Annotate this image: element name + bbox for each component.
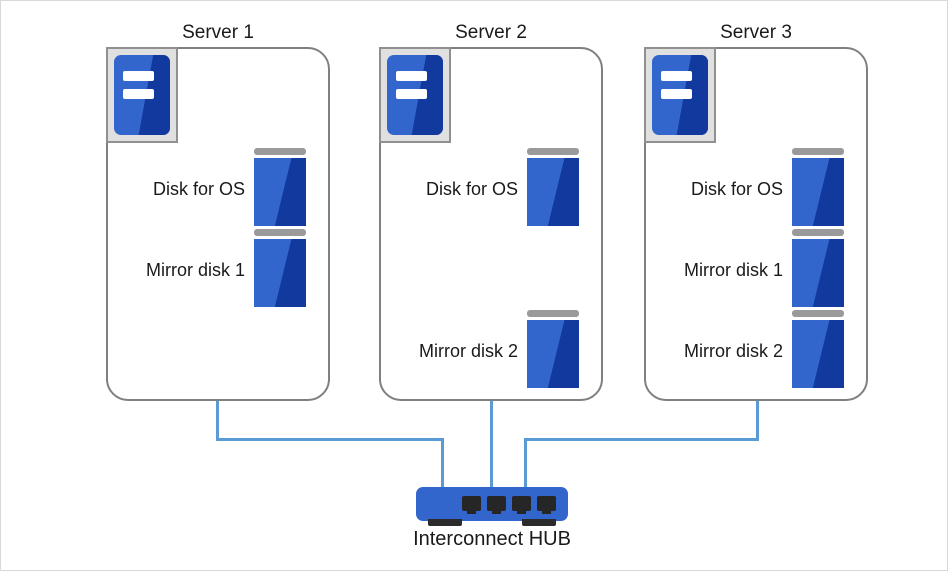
disk-cap bbox=[792, 310, 844, 317]
disk-icon-s1-d1 bbox=[254, 148, 306, 226]
disk-body bbox=[527, 158, 579, 226]
disk-label-s2-d2: Mirror disk 2 bbox=[418, 341, 518, 361]
server-slot-bar bbox=[395, 88, 428, 99]
disk-body bbox=[527, 320, 579, 388]
hub-port-1 bbox=[462, 496, 481, 514]
server-slot-bar bbox=[660, 88, 693, 99]
connection-server3-vertical-b bbox=[524, 438, 527, 487]
disk-label-s3-d1: Disk for OS bbox=[690, 179, 783, 199]
connection-server3-horizontal bbox=[524, 438, 759, 441]
server-unit-icon-3 bbox=[644, 47, 716, 143]
disk-icon-s1-d2 bbox=[254, 229, 306, 307]
connection-server1-vertical-b bbox=[441, 438, 444, 487]
disk-body bbox=[792, 320, 844, 388]
disk-body bbox=[792, 158, 844, 226]
hub-label: Interconnect HUB bbox=[413, 528, 571, 550]
disk-label-s2-d1: Disk for OS bbox=[425, 179, 518, 199]
server-slot-bar bbox=[395, 71, 428, 82]
disk-icon-s3-d2 bbox=[792, 229, 844, 307]
server-unit-icon-1 bbox=[106, 47, 178, 143]
disk-icon-s3-d3 bbox=[792, 310, 844, 388]
server-icon-body bbox=[114, 55, 170, 135]
network-hub-icon[interactable] bbox=[416, 481, 568, 526]
disk-icon-s2-d2 bbox=[527, 310, 579, 388]
disk-label-s1-d2: Mirror disk 1 bbox=[145, 260, 245, 280]
hub-foot bbox=[522, 519, 556, 526]
connection-server3-vertical-a bbox=[756, 401, 759, 441]
server-icon-body bbox=[387, 55, 443, 135]
server-title-1: Server 1 bbox=[182, 22, 254, 43]
disk-cap bbox=[792, 229, 844, 236]
disk-body bbox=[792, 239, 844, 307]
disk-body bbox=[254, 239, 306, 307]
server-slot-bar bbox=[122, 71, 155, 82]
disk-cap bbox=[527, 148, 579, 155]
server-slot-bar bbox=[122, 88, 155, 99]
connection-server2-vertical bbox=[490, 401, 493, 487]
disk-cap bbox=[254, 148, 306, 155]
server-title-3: Server 3 bbox=[720, 22, 792, 43]
hub-port-4 bbox=[537, 496, 556, 514]
connection-server1-horizontal bbox=[216, 438, 444, 441]
hub-foot bbox=[428, 519, 462, 526]
server-title-2: Server 2 bbox=[455, 22, 527, 43]
server-icon-body bbox=[652, 55, 708, 135]
disk-body bbox=[254, 158, 306, 226]
server-unit-icon-2 bbox=[379, 47, 451, 143]
disk-label-s3-d2: Mirror disk 1 bbox=[683, 260, 783, 280]
hub-port-3 bbox=[512, 496, 531, 514]
hub-port-2 bbox=[487, 496, 506, 514]
disk-icon-s3-d1 bbox=[792, 148, 844, 226]
disk-label-s3-d3: Mirror disk 2 bbox=[683, 341, 783, 361]
connection-server1-vertical-a bbox=[216, 401, 219, 441]
disk-icon-s2-d1 bbox=[527, 148, 579, 226]
disk-cap bbox=[254, 229, 306, 236]
disk-cap bbox=[792, 148, 844, 155]
server-slot-bar bbox=[660, 71, 693, 82]
disk-cap bbox=[527, 310, 579, 317]
disk-label-s1-d1: Disk for OS bbox=[152, 179, 245, 199]
